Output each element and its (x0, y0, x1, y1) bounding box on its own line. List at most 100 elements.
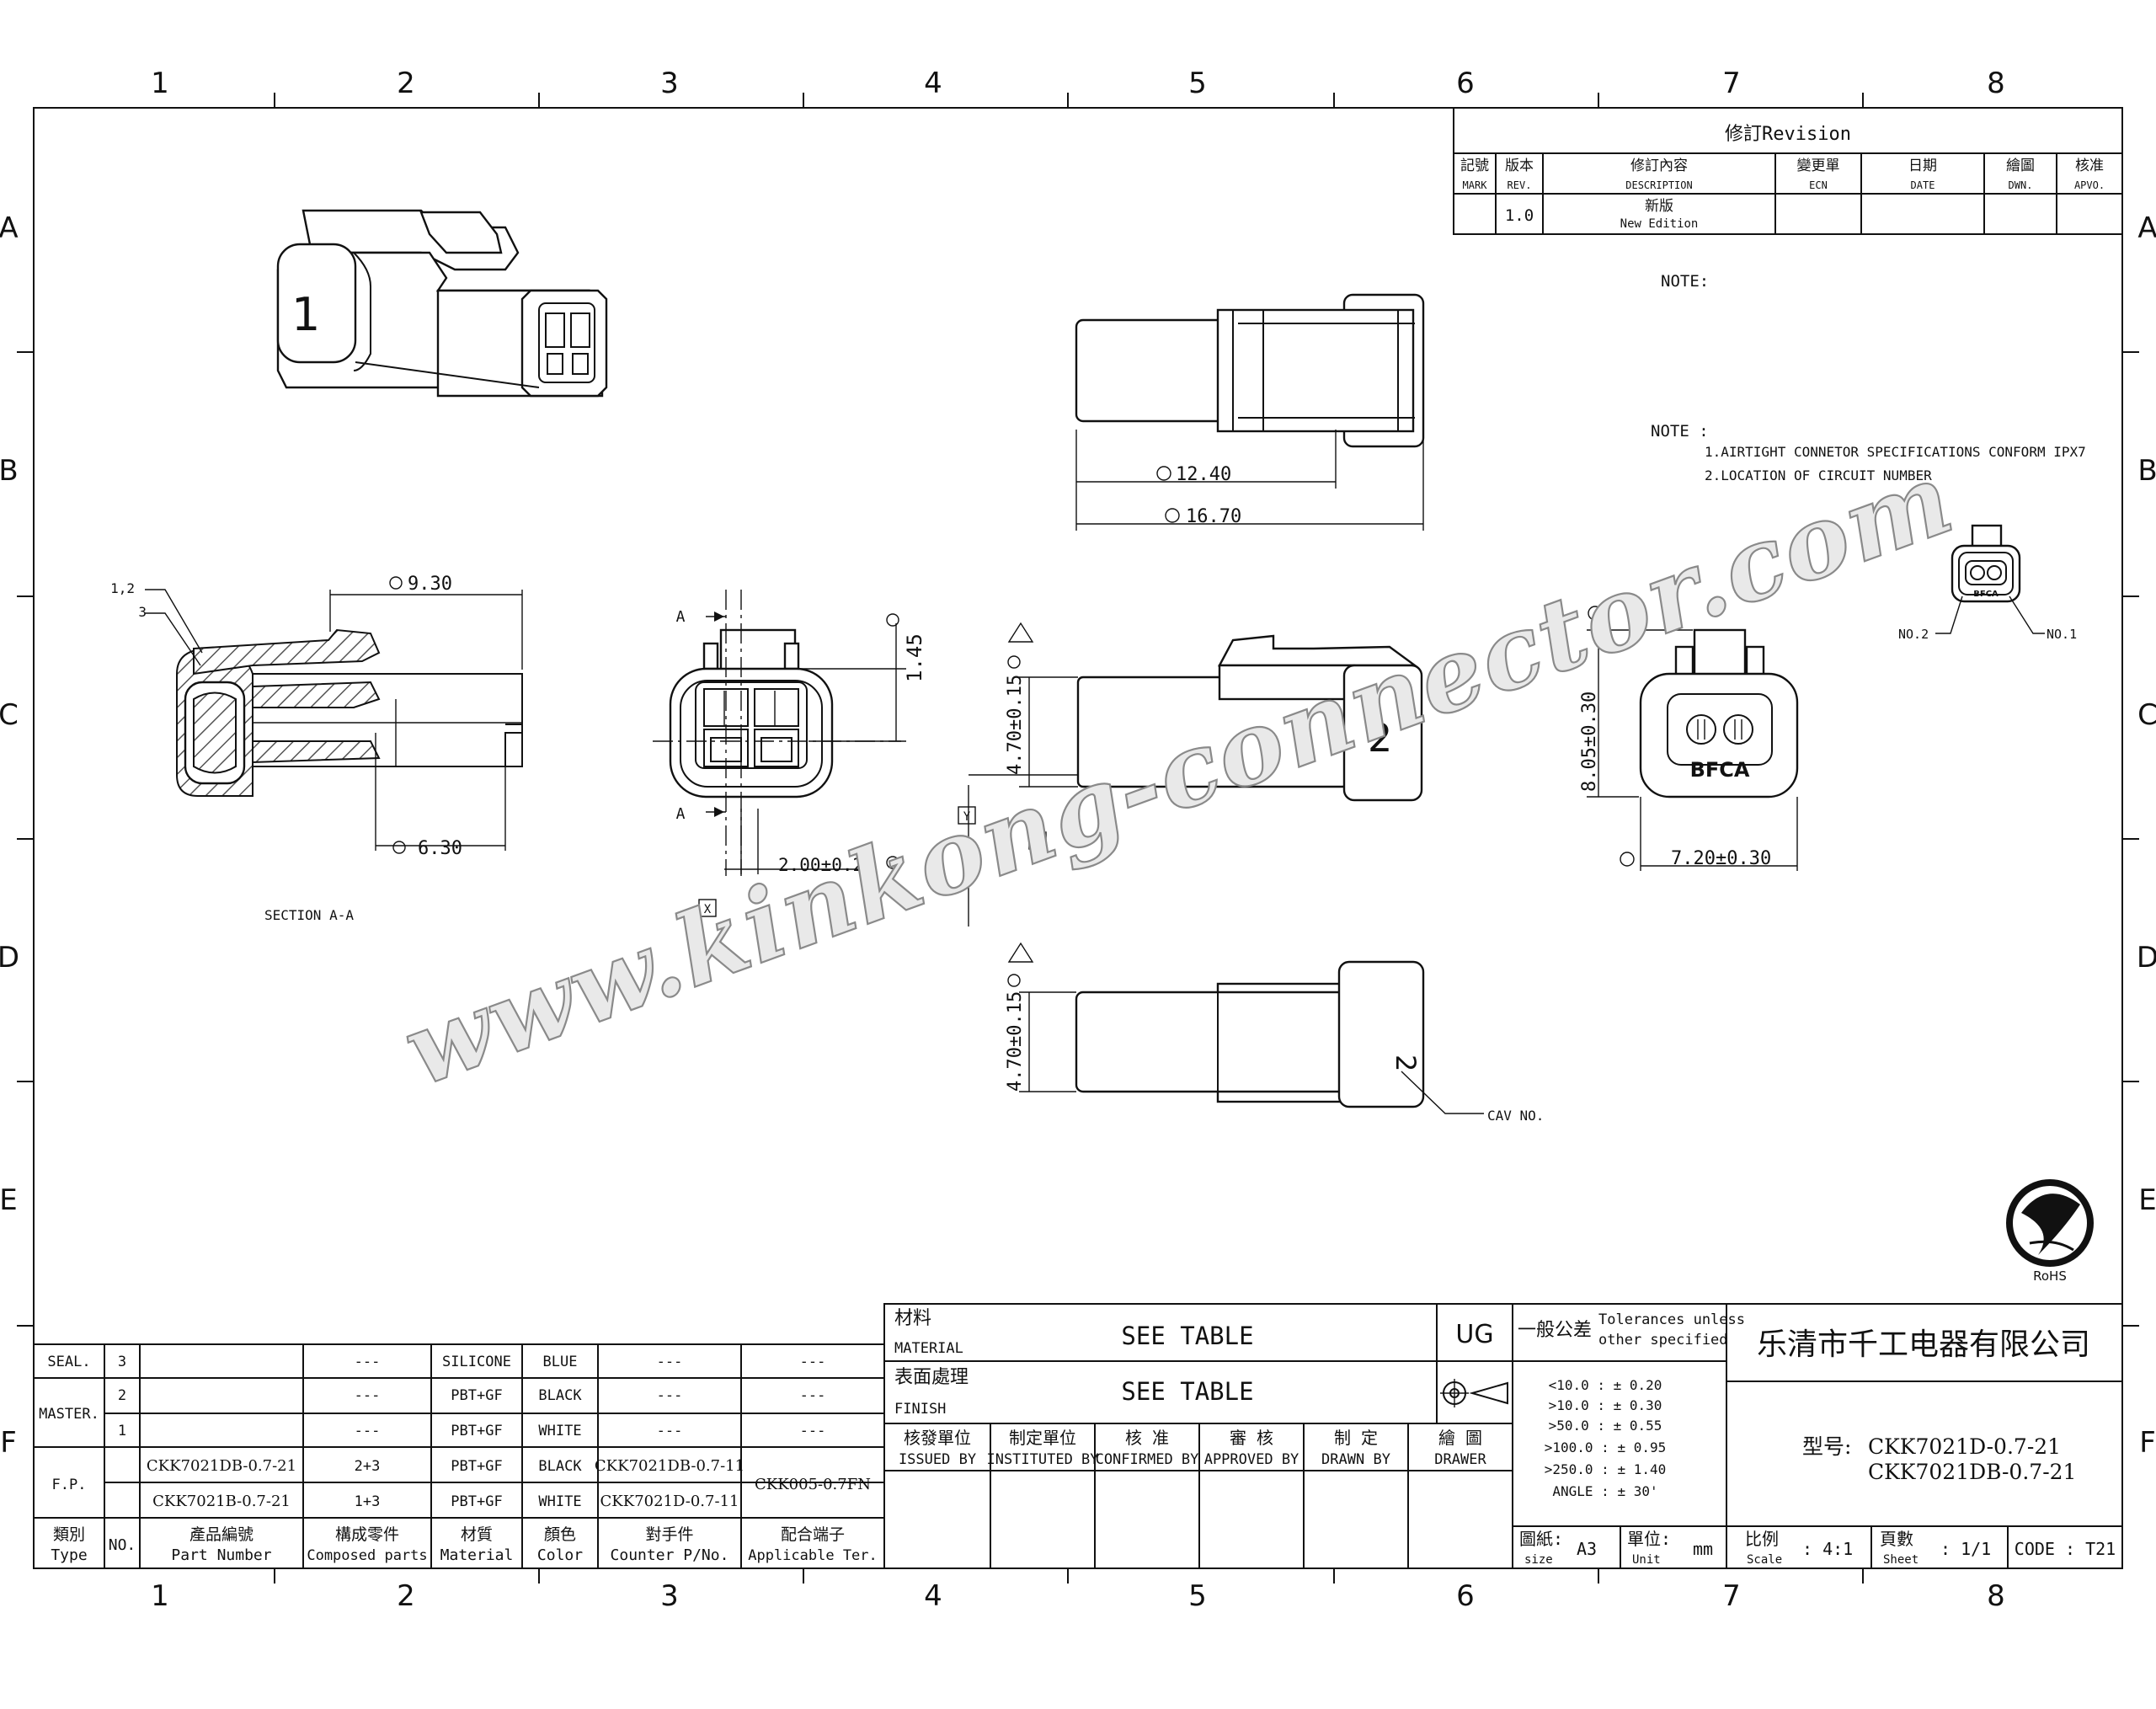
rev-header-mark-zh: 記號 (1460, 158, 1489, 174)
unit-label-zh: 單位: (1627, 1529, 1671, 1549)
bom-row5-part: CKK7021B-0.7-21 (152, 1493, 291, 1510)
title-block: 材料 MATERIAL SEE TABLE 表面處理 FINISH SEE TA… (883, 1303, 2123, 1569)
side-view: 2 4.70±0.15 Y Z (958, 622, 1423, 927)
bom-row4-counter: CKK7021DB-0.7-11 (595, 1457, 744, 1475)
bom-row4-color: BLACK (538, 1458, 582, 1475)
bom-row1-material: SILICONE (442, 1354, 511, 1370)
revision-table: 修訂Revision 記號 MARK 版本 REV. 修訂內容 DESCRIPT… (1453, 107, 2123, 235)
sig-approved-zh: 審 核 (1230, 1428, 1273, 1448)
circuit-location-view: BFCA NO.2 NO.1 (1898, 524, 2077, 642)
col-label-3: 3 (660, 67, 679, 100)
sig-confirmed-zh: 核 准 (1125, 1428, 1169, 1448)
callout-1-2: 1,2 (110, 580, 135, 596)
bom-row5-material: PBT+GF (451, 1493, 502, 1510)
bom-row1-composed: --- (355, 1354, 381, 1370)
isometric-view: 1 (276, 209, 608, 398)
rear-bfca-label: BFCA (1690, 758, 1750, 782)
dim-4-70-top: 4.70±0.15 (1005, 675, 1026, 775)
rear-view: BFCA 8.05±0.30 7.20±0.30 (1579, 606, 1799, 871)
col-label-4: 4 (924, 67, 942, 100)
rohs-label: RoHS (2033, 1268, 2067, 1284)
dim-6-30: 6.30 (418, 838, 462, 859)
bom-row2-color: BLACK (538, 1387, 582, 1404)
bom-row2-composed: --- (355, 1387, 381, 1404)
revision-title: 修訂Revision (1725, 124, 1851, 145)
bom-row3-color: WHITE (538, 1423, 581, 1439)
paper-size-value: A3 (1577, 1539, 1597, 1559)
bom-row4-material: PBT+GF (451, 1458, 502, 1475)
col-label-6: 6 (1456, 67, 1475, 100)
bom-row5-composed: 1+3 (355, 1493, 381, 1510)
sig-confirmed-en: CONFIRMED BY (1096, 1451, 1199, 1468)
col-label-2-bottom: 2 (397, 1579, 415, 1613)
section-marker-a-top: A (676, 608, 686, 626)
tolerance-1: <10.0 : ± 0.20 (1549, 1377, 1662, 1393)
dim-8-05: 8.05±0.30 (1579, 692, 1600, 792)
bom-header-composed-en: Composed parts (307, 1547, 427, 1564)
section-label: SECTION A-A (264, 907, 354, 923)
scale-label-en: Scale (1747, 1553, 1782, 1567)
sig-issued-en: ISSUED BY (899, 1451, 976, 1468)
model-number-1: CKK7021D-0.7-21 (1868, 1434, 2061, 1459)
sig-drawn-en: DRAWN BY (1321, 1451, 1390, 1468)
bom-header-color-en: Color (537, 1546, 583, 1564)
bom-row3-term: --- (800, 1423, 826, 1439)
row-label-a-right: A (2137, 211, 2156, 245)
col-label-1-bottom: 1 (151, 1579, 169, 1613)
section-marker-a-bottom: A (676, 805, 686, 823)
bom-header-material-zh: 材質 (461, 1525, 493, 1544)
bom-row2-material: PBT+GF (451, 1387, 502, 1404)
rev-desc-en: New Edition (1620, 217, 1699, 231)
bom-header-part-zh: 產品編號 (189, 1525, 253, 1544)
rev-header-apvo-en: APVO. (2074, 179, 2105, 191)
mini-bfca-label: BFCA (1973, 590, 1999, 599)
row-label-e: E (0, 1183, 18, 1217)
bom-row1-term: --- (800, 1354, 826, 1370)
material-label-zh: 材料 (894, 1308, 931, 1329)
bom-type-seal: SEAL. (47, 1354, 90, 1370)
rev-header-date-en: DATE (1911, 179, 1935, 191)
note-label-1: NOTE: (1661, 272, 1709, 291)
rev-value: 1.0 (1505, 206, 1534, 225)
tolerance-2: >10.0 : ± 0.30 (1549, 1397, 1662, 1413)
bom-row4-composed: 2+3 (355, 1458, 381, 1475)
rev-header-ecn-en: ECN (1809, 179, 1828, 191)
rev-header-desc-zh: 修訂內容 (1630, 158, 1688, 174)
rev-header-mark-en: MARK (1463, 179, 1488, 191)
sig-drawer-zh: 繪 圖 (1438, 1428, 1482, 1448)
tolerance-4: >100.0 : ± 0.95 (1545, 1439, 1667, 1455)
dim-2-00: 2.00±0.20 (778, 855, 874, 875)
iso-cavity-number: 1 (291, 288, 320, 341)
rev-header-dwn-en: DWN. (2009, 179, 2033, 191)
bom-row4-term: CKK005-0.7FN (755, 1476, 871, 1493)
bom-header-type-en: Type (51, 1546, 87, 1564)
col-label-8: 8 (1987, 67, 2005, 100)
top-view: 12.40 16.70 (1075, 293, 1425, 531)
bom-row5-color: WHITE (538, 1493, 581, 1510)
bom-row1-counter: --- (657, 1354, 683, 1370)
sig-approved-en: APPROVED BY (1204, 1451, 1299, 1468)
note-item-2: 2.LOCATION OF CIRCUIT NUMBER (1705, 467, 1932, 483)
bom-row3-composed: --- (355, 1423, 381, 1439)
ug-label: UG (1455, 1320, 1493, 1349)
bom-row1-no: 3 (118, 1354, 126, 1370)
tolerance-label-en-2: other specified (1598, 1332, 1728, 1349)
bom-table: SEAL. MASTER. F.P. 3 --- SILICONE BLUE -… (33, 1343, 885, 1569)
bottom-view: 2 CAV NO. 4.70±0.15 (1005, 942, 1544, 1124)
no2-label: NO.2 (1898, 627, 1929, 642)
bom-row5-counter: CKK7021D-0.7-11 (600, 1493, 739, 1510)
finish-label-zh: 表面處理 (894, 1367, 969, 1388)
col-label-3-bottom: 3 (660, 1579, 679, 1613)
tolerance-5: >250.0 : ± 1.40 (1545, 1461, 1667, 1477)
row-label-c-right: C (2137, 698, 2156, 732)
bom-row2-counter: --- (657, 1387, 683, 1404)
bom-header-counter-en: Counter P/No. (611, 1546, 729, 1564)
bom-header-term-en: Applicable Ter. (748, 1547, 878, 1564)
sig-instituted-en: INSTITUTED BY (986, 1451, 1098, 1468)
col-label-7: 7 (1722, 67, 1741, 100)
finish-value: SEE TABLE (1121, 1377, 1253, 1406)
callout-3: 3 (138, 604, 147, 620)
rev-header-rev-en: REV. (1508, 179, 1532, 191)
bom-row4-part: CKK7021DB-0.7-21 (147, 1457, 296, 1475)
